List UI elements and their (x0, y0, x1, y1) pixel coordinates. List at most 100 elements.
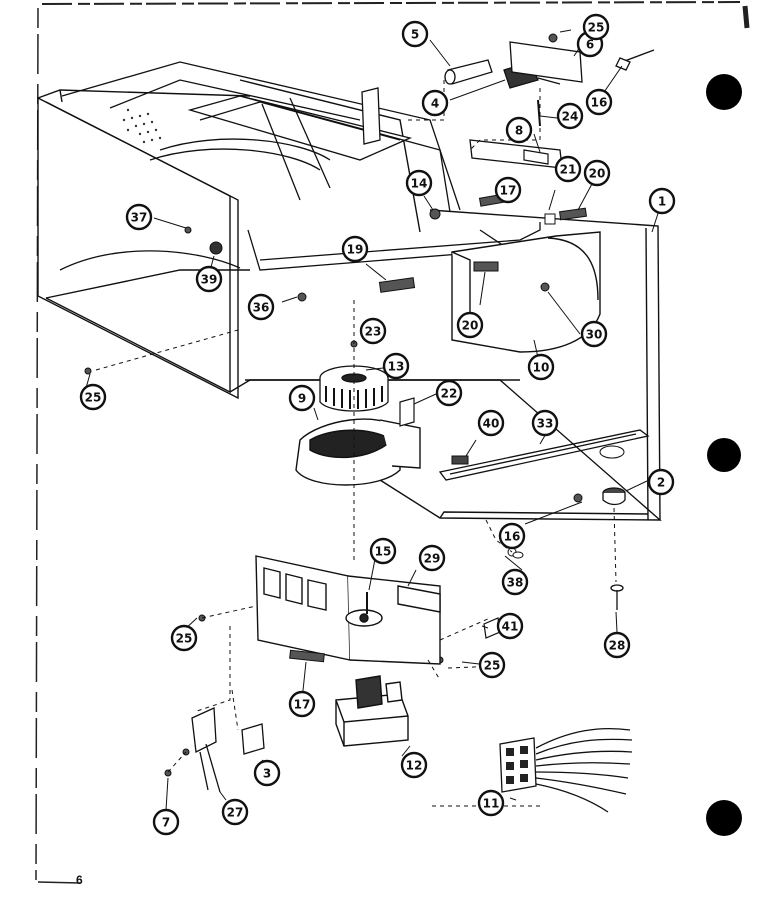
callout-c13: 13 (382, 352, 410, 380)
callout-c8: 8 (505, 116, 533, 144)
callout-circle (494, 176, 522, 204)
callout-c9: 9 (288, 384, 316, 412)
callout-label: 6 (586, 38, 594, 52)
callout-circle (496, 612, 524, 640)
callout-c17a: 17 (494, 176, 522, 204)
callout-circle (288, 384, 316, 412)
callout-label: 38 (507, 576, 524, 590)
callout-circle (583, 159, 611, 187)
outer-cabinet-case (37, 79, 662, 521)
callout-c39: 39 (195, 265, 223, 293)
callout-c22: 22 (435, 379, 463, 407)
callout-label: 27 (227, 806, 244, 820)
floor-hole (599, 445, 625, 459)
callout-circle (531, 409, 559, 437)
callout-label: 20 (462, 319, 479, 333)
part-17-connector-bottom (289, 649, 325, 663)
callout-c15: 15 (369, 537, 397, 565)
part-2-foot (602, 487, 626, 506)
part-8-clip (523, 149, 549, 165)
callout-c23: 23 (359, 317, 387, 345)
callout-circle (421, 89, 449, 117)
callout-circle (648, 187, 676, 215)
part-38-grommet (512, 551, 524, 559)
callout-label: 7 (162, 816, 170, 830)
callout-label: 19 (347, 243, 364, 257)
part-20-connector-a (473, 261, 499, 272)
part-27-bracket (191, 707, 221, 793)
callout-circle (152, 808, 180, 836)
callout-circle (435, 379, 463, 407)
callout-c10: 10 (527, 353, 555, 381)
page-number: 6 (76, 873, 83, 887)
callout-c19: 19 (341, 235, 369, 263)
callout-label: 41 (502, 620, 519, 634)
callout-label: 25 (588, 21, 605, 35)
callout-label: 33 (537, 417, 554, 431)
callout-label: 25 (176, 632, 193, 646)
callout-label: 14 (411, 177, 428, 191)
callout-c24: 24 (556, 102, 584, 130)
callout-c1: 1 (648, 187, 676, 215)
callout-label: 16 (504, 530, 521, 544)
part-3-switch (241, 723, 265, 755)
callout-c38: 38 (501, 568, 529, 596)
callout-c4: 4 (421, 89, 449, 117)
callout-label: 13 (388, 360, 405, 374)
callout-label: 3 (263, 767, 271, 781)
callout-circle (288, 690, 316, 718)
callout-c2: 2 (647, 468, 675, 496)
callout-label: 29 (424, 552, 441, 566)
callout-circle (195, 265, 223, 293)
callout-c3: 3 (253, 759, 281, 787)
part-29-motor-bracket (255, 555, 441, 665)
callout-circle (527, 353, 555, 381)
part-22-bracket (399, 397, 415, 427)
callout-c5: 5 (401, 20, 429, 48)
callout-c17b: 17 (288, 690, 316, 718)
callout-label: 39 (201, 273, 218, 287)
callout-c12: 12 (400, 751, 428, 779)
binder-hole-top (706, 74, 742, 110)
callouts: 1234567891011121314151616171719202021222… (79, 13, 676, 836)
callout-label: 16 (591, 96, 608, 110)
callout-label: 12 (406, 759, 423, 773)
binder-hole-middle (707, 438, 741, 472)
callout-circle (359, 317, 387, 345)
callout-label: 2 (657, 476, 665, 490)
callout-circle (556, 102, 584, 130)
scan-border (35, 1, 750, 884)
part-12-timer-motor (335, 675, 409, 747)
callout-c37: 37 (125, 203, 153, 231)
lamp-assembly (444, 41, 655, 89)
callout-circle (369, 537, 397, 565)
callout-c33: 33 (531, 409, 559, 437)
callout-c25b: 25 (79, 383, 107, 411)
callout-label: 40 (483, 417, 500, 431)
callout-c16a: 16 (585, 88, 613, 116)
callout-circle (253, 759, 281, 787)
callout-circle (498, 522, 526, 550)
callout-circle (405, 169, 433, 197)
callout-circle (477, 789, 505, 817)
callout-label: 4 (431, 97, 439, 111)
callout-c29: 29 (418, 544, 446, 572)
callout-label: 5 (411, 28, 419, 42)
part-20-connector-b (559, 207, 587, 221)
callout-circle (400, 751, 428, 779)
callout-circle (478, 651, 506, 679)
callout-label: 30 (586, 328, 603, 342)
part-21-switch (544, 213, 556, 225)
callout-label: 22 (441, 387, 458, 401)
part-33-rail (438, 429, 650, 481)
callout-circle (341, 235, 369, 263)
callout-label: 28 (609, 639, 626, 653)
callout-circle (477, 409, 505, 437)
binder-hole-bottom (706, 800, 742, 836)
cavity-top-assembly (59, 61, 541, 271)
part-9-stirrer-belt (295, 418, 421, 486)
callout-label: 15 (375, 545, 392, 559)
callout-c20b: 20 (583, 159, 611, 187)
callout-c25a: 25 (582, 13, 610, 41)
callout-label: 25 (85, 391, 102, 405)
